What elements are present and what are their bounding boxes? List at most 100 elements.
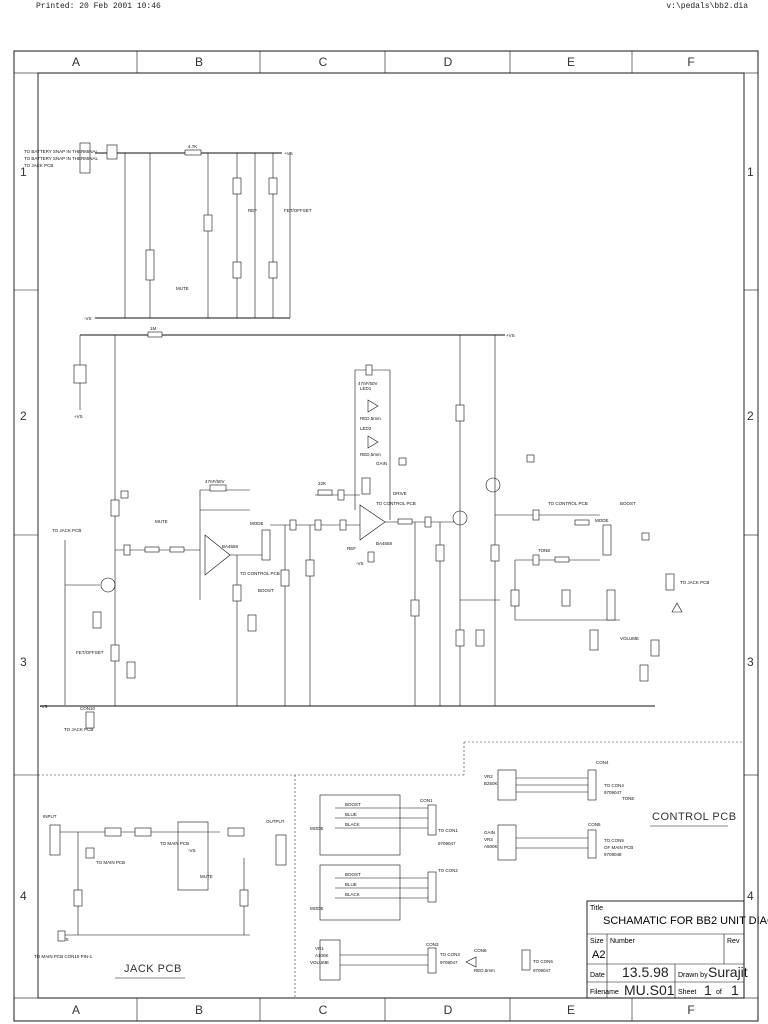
opamp-ic1b xyxy=(359,504,386,541)
connector-con7 xyxy=(665,573,675,591)
printed-date: Printed: 20 Feb 2001 10:46 xyxy=(36,2,161,11)
diode-d1 xyxy=(106,144,118,160)
svg-text:22K: 22K xyxy=(318,481,326,486)
zone-col-c-bottom: C xyxy=(319,1003,328,1017)
svg-text:GAIN: GAIN xyxy=(376,461,387,466)
control-pcb-section: VR2 B250K CON4 TO CON4 9709047 TONE CONT… xyxy=(484,760,737,861)
svg-text:VR2: VR2 xyxy=(484,774,493,779)
svg-text:BOOST: BOOST xyxy=(345,802,361,807)
svg-text:REF: REF xyxy=(248,208,257,213)
date-caption: Date xyxy=(590,972,605,979)
svg-text:OF MAIN PCB: OF MAIN PCB xyxy=(604,845,633,850)
svg-text:CON10: CON10 xyxy=(80,706,96,711)
control-pcb-title: CONTROL PCB xyxy=(652,811,737,823)
connector-con6 xyxy=(145,249,155,281)
svg-text:TONE: TONE xyxy=(622,796,634,801)
mute-switch xyxy=(177,821,209,891)
connector-con4 xyxy=(602,524,612,556)
zone-col-c: C xyxy=(319,55,328,69)
svg-text:TONE: TONE xyxy=(538,548,550,553)
zone-col-f-bottom: F xyxy=(687,1003,694,1017)
svg-text:TO BATTERY SNAP IN THERMINAL: TO BATTERY SNAP IN THERMINAL xyxy=(24,156,99,161)
connector-con1 xyxy=(427,804,437,836)
section-dividers xyxy=(38,741,744,998)
zone-col-e: E xyxy=(567,55,575,69)
zone-row-4-right: 4 xyxy=(747,889,754,903)
svg-text:REF: REF xyxy=(347,546,356,551)
svg-text:9709047: 9709047 xyxy=(438,841,456,846)
svg-text:BA4558: BA4558 xyxy=(222,544,239,549)
zone-dividers xyxy=(14,51,758,1021)
svg-text:TO JACK PCB: TO JACK PCB xyxy=(24,163,53,168)
connector-con6-jack xyxy=(521,949,531,971)
opamp-ic1a xyxy=(204,534,231,576)
zone-col-b-bottom: B xyxy=(195,1003,203,1017)
svg-text:CON1: CON1 xyxy=(420,798,433,803)
svg-text:MUTE: MUTE xyxy=(155,519,168,524)
led-indicator xyxy=(465,956,477,968)
svg-text:LED2: LED2 xyxy=(360,426,372,431)
main-amplifier-section: +VS 1M +VS -VS TO JACK PCB FET/OFFSET MU… xyxy=(40,326,709,732)
connector-con3 xyxy=(427,947,437,974)
svg-text:BLACK: BLACK xyxy=(345,892,360,897)
svg-text:+VS: +VS xyxy=(506,333,515,338)
svg-text:CON4: CON4 xyxy=(596,760,609,765)
svg-text:VOLUME: VOLUME xyxy=(310,960,329,965)
svg-text:+VS: +VS xyxy=(284,151,293,156)
svg-text:TO JACK PCB: TO JACK PCB xyxy=(64,727,93,732)
drive-pot xyxy=(361,477,371,495)
svg-text:VR1: VR1 xyxy=(315,946,324,951)
svg-text:FET/OFFSET: FET/OFFSET xyxy=(76,650,104,655)
connector-con2-jack xyxy=(427,871,437,903)
svg-text:TO BATTERY SNAP IN THERMINAL: TO BATTERY SNAP IN THERMINAL xyxy=(24,149,99,154)
svg-text:TO CON1: TO CON1 xyxy=(438,828,458,833)
svg-text:-VS: -VS xyxy=(84,316,92,321)
rev-caption: Rev xyxy=(727,938,740,945)
zone-row-1: 1 xyxy=(20,165,27,179)
svg-text:1M: 1M xyxy=(150,326,157,331)
svg-text:MODE: MODE xyxy=(310,826,324,831)
svg-text:B250K: B250K xyxy=(484,781,498,786)
zone-col-d: D xyxy=(444,55,453,69)
svg-text:-VS: -VS xyxy=(356,561,364,566)
connector-con4-jack xyxy=(587,769,597,801)
svg-text:FET/OFFSET: FET/OFFSET xyxy=(284,208,312,213)
svg-text:+VS: +VS xyxy=(74,414,83,419)
title-caption: Title xyxy=(590,905,603,912)
svg-text:TO CON3: TO CON3 xyxy=(440,952,460,957)
transistor-tr3 xyxy=(485,477,501,493)
svg-text:A500K: A500K xyxy=(484,844,498,849)
resistor-r1 xyxy=(184,149,202,156)
size-caption: Size xyxy=(590,938,604,945)
zone-row-2: 2 xyxy=(20,409,27,423)
svg-text:47nF/50V: 47nF/50V xyxy=(358,381,378,386)
number-caption: Number xyxy=(610,938,636,945)
bottom-zone-strip xyxy=(13,997,759,1022)
sheet-number: 1 xyxy=(704,982,712,998)
svg-text:MODE: MODE xyxy=(310,906,324,911)
gain-pot-vr3 xyxy=(497,824,517,861)
svg-text:BLACK: BLACK xyxy=(345,822,360,827)
power-supply-section: +VS -VS TO BATTERY SNAP IN THERMINAL TO … xyxy=(24,142,312,321)
svg-text:47nF/50V: 47nF/50V xyxy=(205,479,225,484)
svg-text:MUTE: MUTE xyxy=(176,286,189,291)
filename-caption: Filename xyxy=(590,989,619,996)
tone-pot-vr2 xyxy=(497,769,517,801)
sheet-caption: Sheet xyxy=(678,989,696,996)
drawn-by-caption: Drawn by xyxy=(678,972,708,979)
svg-text:9709047: 9709047 xyxy=(604,790,622,795)
switch-boards-section: BOOST BLUE BLACK MODE TO CON1 9709047 CO… xyxy=(310,794,553,981)
zone-col-a-bottom: A xyxy=(72,1003,80,1017)
svg-text:BA4558: BA4558 xyxy=(376,541,393,546)
sheet-total: 1 xyxy=(731,982,739,998)
input-jack xyxy=(49,824,61,856)
jack-pcb-section: INPUT +VS TO MAIN PCB -VS MUTE TO MAIN P… xyxy=(34,814,287,979)
zone-col-b: B xyxy=(195,55,203,69)
svg-text:TO CONTROL PCB: TO CONTROL PCB xyxy=(376,501,416,506)
svg-text:CON6: CON6 xyxy=(474,948,487,953)
drawing-filename: MU.S01 xyxy=(624,982,675,998)
svg-text:VOLUME: VOLUME xyxy=(620,636,639,641)
connector-con5-jack xyxy=(587,829,597,859)
svg-text:TO CON5: TO CON5 xyxy=(604,838,624,843)
svg-text:BLUE: BLUE xyxy=(345,882,357,887)
